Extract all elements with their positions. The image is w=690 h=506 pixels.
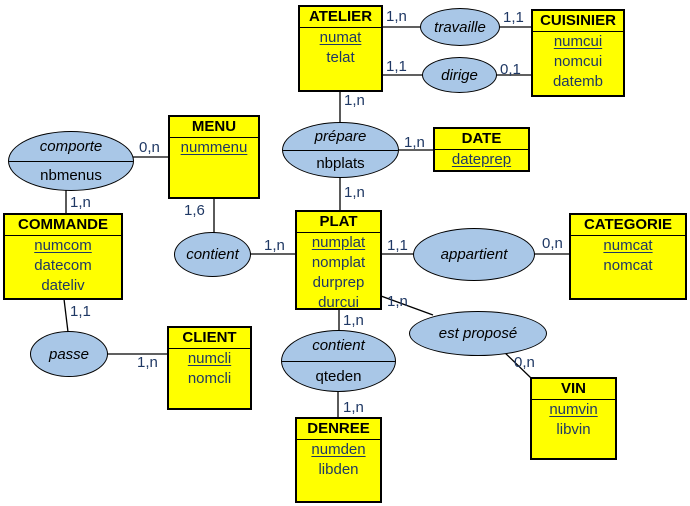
relation-comporte[interactable]: comporte nbmenus — [8, 131, 134, 191]
cardinality-menu-comporte: 0,n — [139, 139, 160, 156]
cardinality-plat-contient2: 1,n — [343, 312, 364, 329]
relation-est-propose[interactable]: est proposé — [409, 311, 547, 356]
attribute-datecom: datecom — [34, 257, 92, 274]
cardinality-atelier-prepare: 1,n — [344, 92, 365, 109]
attribute-numcui: numcui — [553, 33, 603, 50]
entity-cuisinier[interactable]: CUISINIER numcui nomcui datemb — [531, 9, 625, 97]
relation-attribute-nbplats: nbplats — [316, 155, 365, 173]
attribute-datemb: datemb — [552, 73, 604, 90]
relation-label: contient — [186, 246, 239, 263]
relation-label: contient — [282, 331, 395, 362]
attribute-durprep: durprep — [312, 274, 365, 291]
relation-contient-denree[interactable]: contient qteden — [281, 330, 396, 392]
relation-label: prépare — [283, 123, 398, 151]
cardinality-prepare-plat: 1,n — [344, 184, 365, 201]
entity-client[interactable]: CLIENT numcli nomcli — [167, 326, 252, 410]
attribute-telat: telat — [326, 49, 355, 66]
relation-attribute-qteden: qteden — [315, 367, 362, 385]
relation-label: comporte — [9, 132, 133, 162]
cardinality-comporte-commande: 1,n — [70, 194, 91, 211]
relation-label: dirige — [441, 66, 478, 84]
cardinality-atelier-travaille: 1,n — [386, 8, 407, 25]
relation-contient-menu[interactable]: contient — [174, 232, 251, 277]
attribute-nomcat: nomcat — [603, 257, 653, 274]
entity-title: CUISINIER — [533, 11, 623, 32]
attribute-durcui: durcui — [318, 294, 359, 311]
entity-commande[interactable]: COMMANDE numcom datecom dateliv — [3, 213, 123, 300]
attribute-numcom: numcom — [34, 237, 92, 254]
line-plat-estpropose — [380, 295, 434, 316]
attribute-nomcli: nomcli — [187, 370, 232, 387]
attribute-libvin: libvin — [556, 421, 591, 438]
cardinality-menu-contient: 1,6 — [184, 202, 205, 219]
entity-atelier[interactable]: ATELIER numat telat — [298, 5, 383, 92]
attribute-numplat: numplat — [311, 234, 366, 251]
entity-plat[interactable]: PLAT numplat nomplat durprep durcui — [295, 210, 382, 311]
attribute-dateliv: dateliv — [41, 277, 85, 294]
entity-menu[interactable]: MENU nummenu — [168, 115, 260, 199]
entity-denree[interactable]: DENREE numden libden — [295, 417, 382, 503]
relation-attribute-nbmenus: nbmenus — [40, 167, 102, 185]
cardinality-appartient-categorie: 0,n — [542, 235, 563, 252]
cardinality-dirige-cuisinier: 0,1 — [500, 61, 521, 78]
cardinality-estpropose-vin: 0,n — [514, 354, 535, 371]
attribute-dateprep: dateprep — [451, 151, 512, 168]
entity-title: CATEGORIE — [571, 215, 685, 236]
attribute-numvin: numvin — [549, 401, 598, 418]
cardinality-contient2-denree: 1,n — [343, 399, 364, 416]
cardinality-passe-client: 1,n — [137, 354, 158, 371]
line-commande-passe — [63, 298, 69, 333]
relation-prepare[interactable]: prépare nbplats — [282, 122, 399, 178]
entity-title: PLAT — [297, 212, 380, 233]
entity-title: DENREE — [297, 419, 380, 440]
cardinality-commande-passe: 1,1 — [70, 303, 91, 320]
entity-title: VIN — [532, 379, 615, 400]
attribute-nummenu: nummenu — [180, 139, 248, 156]
relation-passe[interactable]: passe — [30, 331, 108, 377]
relation-label: est proposé — [438, 325, 518, 342]
cardinality-travaille-cuisinier: 1,1 — [503, 9, 524, 26]
attribute-numcat: numcat — [603, 237, 653, 254]
attribute-nomcui: nomcui — [553, 53, 603, 70]
attribute-nomplat: nomplat — [311, 254, 366, 271]
relation-appartient[interactable]: appartient — [413, 228, 535, 281]
entity-title: MENU — [170, 117, 258, 138]
entity-title: DATE — [435, 129, 528, 150]
attribute-libden: libden — [318, 461, 359, 478]
cardinality-contient-plat: 1,n — [264, 237, 285, 254]
entity-title: CLIENT — [169, 328, 250, 349]
entity-date[interactable]: DATE dateprep — [433, 127, 530, 172]
entity-categorie[interactable]: CATEGORIE numcat nomcat — [569, 213, 687, 300]
entity-title: COMMANDE — [5, 215, 121, 236]
relation-label: travaille — [434, 18, 486, 36]
relation-dirige[interactable]: dirige — [422, 57, 497, 93]
entity-vin[interactable]: VIN numvin libvin — [530, 377, 617, 460]
cardinality-prepare-date: 1,n — [404, 134, 425, 151]
attribute-numden: numden — [311, 441, 366, 458]
attribute-numcli: numcli — [187, 350, 232, 367]
cardinality-plat-estpropose: 1,n — [387, 293, 408, 310]
cardinality-plat-appartient: 1,1 — [387, 237, 408, 254]
cardinality-atelier-dirige: 1,1 — [386, 58, 407, 75]
relation-label: appartient — [440, 246, 508, 263]
entity-title: ATELIER — [300, 7, 381, 28]
relation-travaille[interactable]: travaille — [420, 8, 500, 46]
attribute-numat: numat — [319, 29, 362, 46]
relation-label: passe — [48, 345, 90, 363]
